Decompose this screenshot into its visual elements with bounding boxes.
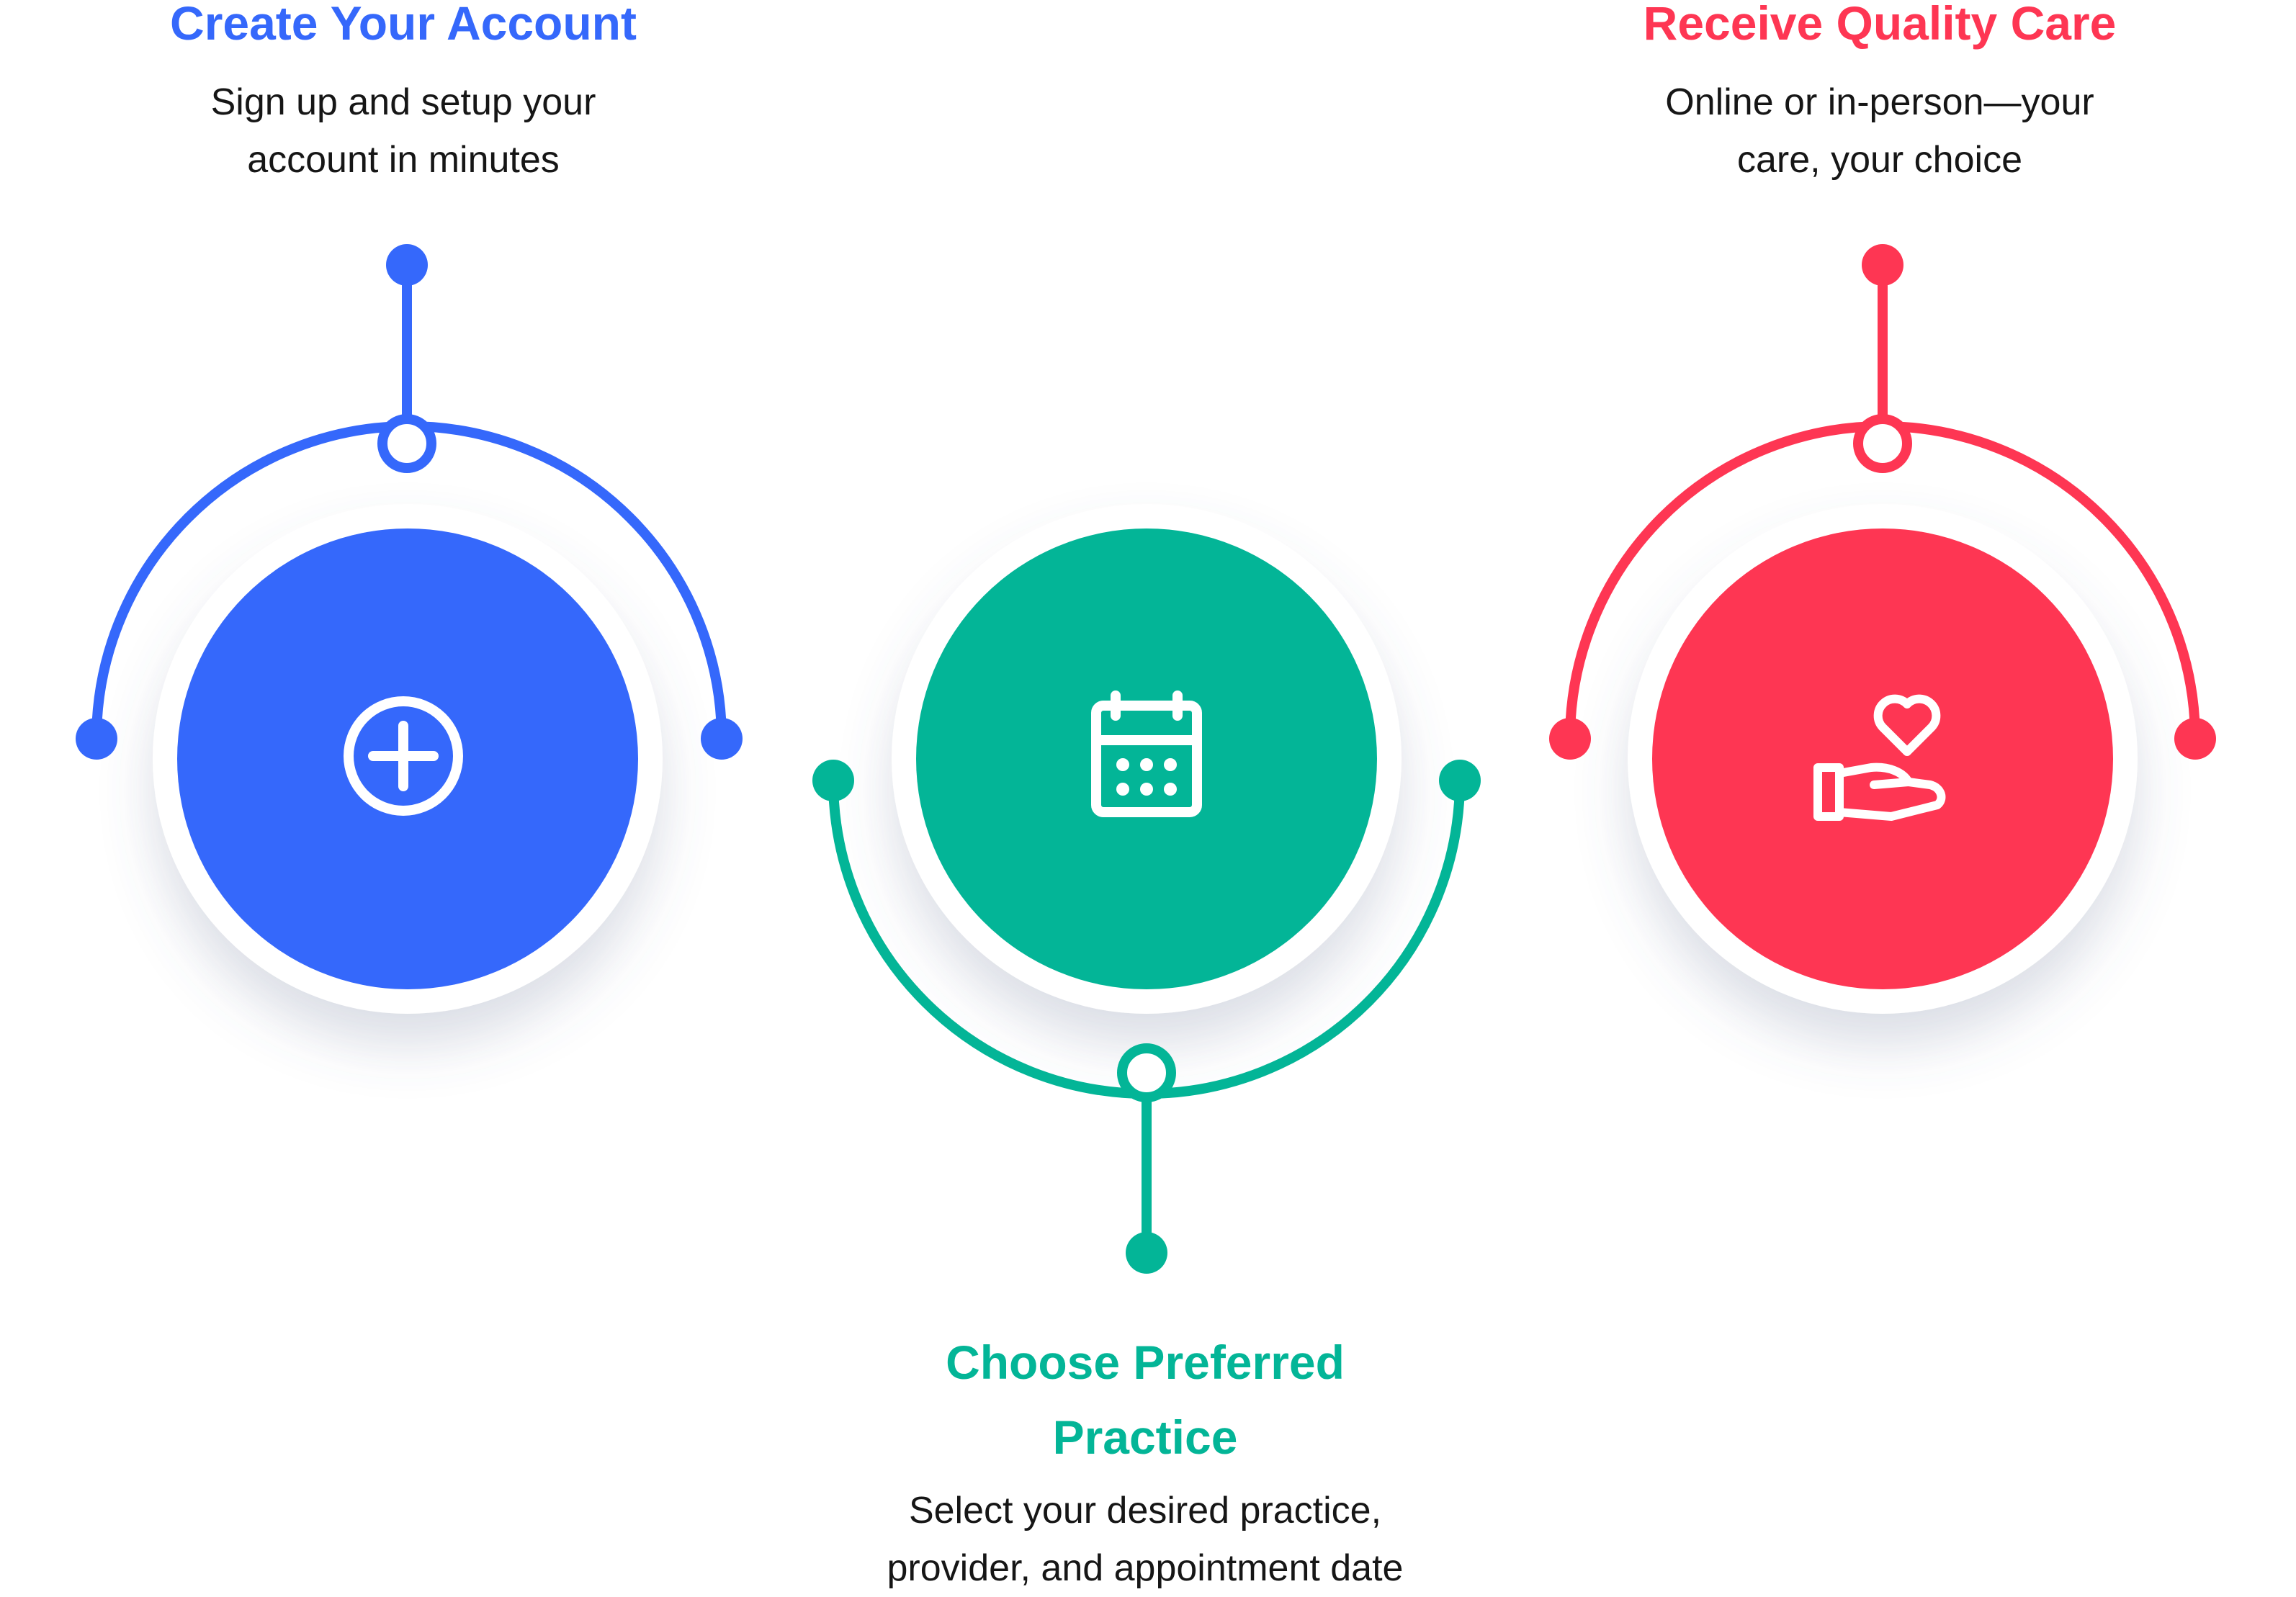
step-create-account (76, 244, 743, 1014)
step1-title: Create Your Account (170, 0, 637, 50)
step2-right-dot (1439, 760, 1481, 801)
step2-junction-ring (1117, 1043, 1176, 1102)
step-choose-practice (812, 504, 1481, 1274)
step2-title: Choose Preferred Practice (946, 1336, 1345, 1464)
step2-left-dot (812, 760, 854, 801)
step3-main-circle (1652, 528, 2113, 989)
step3-description: Online or in-person—your care, your choi… (1665, 81, 2094, 181)
step-receive-care (1549, 244, 2216, 1014)
calendar-icon (1091, 690, 1202, 817)
hand-heart-icon (1813, 694, 1946, 821)
plus-circle-icon (344, 696, 463, 816)
step3-left-dot (1549, 718, 1591, 760)
step2-bottom-dot (1126, 1232, 1167, 1274)
step3-right-dot (2174, 718, 2216, 760)
step2-description: Select your desired practice, provider, … (887, 1490, 1404, 1589)
step3-title: Receive Quality Care (1643, 0, 2117, 50)
step3-top-dot (1862, 244, 1903, 286)
step1-description: Sign up and setup your account in minute… (210, 81, 596, 181)
step1-top-dot (386, 244, 428, 286)
step1-junction-ring (377, 414, 436, 473)
step3-junction-ring (1853, 414, 1912, 473)
step1-left-dot (76, 718, 117, 760)
step1-right-dot (701, 718, 743, 760)
